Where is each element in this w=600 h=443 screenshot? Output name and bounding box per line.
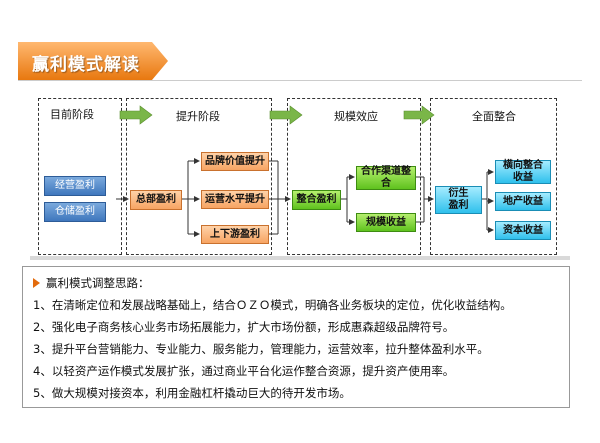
node-ops-level: 运营水平提升 xyxy=(201,190,269,209)
stage-current-label: 目前阶段 xyxy=(50,108,94,121)
stage-arrow-3 xyxy=(403,105,435,125)
node-scale-revenue: 规模收益 xyxy=(356,213,416,232)
stage-arrow-2 xyxy=(269,105,303,125)
node-real-estate-revenue: 地产收益 xyxy=(495,192,551,211)
title-banner: 赢利模式解读 xyxy=(18,42,168,80)
note-item-1: 1、在清晰定位和发展战略基础上，结合ＯＺＯ模式，明确各业务板块的定位，优化收益结… xyxy=(33,298,512,312)
stage-integrate-label: 全面整合 xyxy=(472,110,516,123)
node-horizontal-revenue: 横向整合收益 xyxy=(495,160,551,184)
title-divider xyxy=(18,80,582,81)
node-total-profit: 总部盈利 xyxy=(130,190,182,210)
bullet-arrow-icon xyxy=(33,278,40,288)
node-warehouse-profit: 仓储盈利 xyxy=(44,202,106,222)
stage-scale-label: 规模效应 xyxy=(334,110,378,123)
node-channel-integration: 合作渠道整合 xyxy=(356,166,416,190)
note-item-4: 4、以轻资产运作模式发展扩张，通过商业平台化运作整合资源，提升资产使用率。 xyxy=(33,364,455,378)
note-item-3: 3、提升平台营销能力、专业能力、服务能力，管理能力，运营效率，拉升整体盈利水平。 xyxy=(33,342,489,356)
page-title: 赢利模式解读 xyxy=(32,55,140,75)
notes-divider xyxy=(30,256,570,260)
node-capital-revenue: 资本收益 xyxy=(495,221,551,240)
node-supply-chain: 上下游盈利 xyxy=(201,225,269,244)
notes-heading: 赢利模式调整思路： xyxy=(33,275,150,291)
title-banner-shape xyxy=(18,42,168,80)
notes-heading-text: 赢利模式调整思路： xyxy=(46,276,150,290)
node-derived-profit: 衍生盈利 xyxy=(435,186,482,214)
stage-improve-label: 提升阶段 xyxy=(176,110,220,123)
notes-panel: 赢利模式调整思路： 1、在清晰定位和发展战略基础上，结合ＯＺＯ模式，明确各业务板… xyxy=(22,266,570,408)
note-item-2: 2、强化电子商务核心业务市场拓展能力，扩大市场份额，形成惠森超级品牌符号。 xyxy=(33,320,455,334)
stage-arrow-1 xyxy=(119,105,153,125)
note-item-5: 5、做大规模对接资本，利用金融杠杆撬动巨大的待开发市场。 xyxy=(33,386,351,400)
node-operating-profit: 经营盈利 xyxy=(44,176,106,196)
node-integrated-profit: 整合盈利 xyxy=(292,190,341,210)
node-brand-value: 品牌价值提升 xyxy=(201,152,269,171)
